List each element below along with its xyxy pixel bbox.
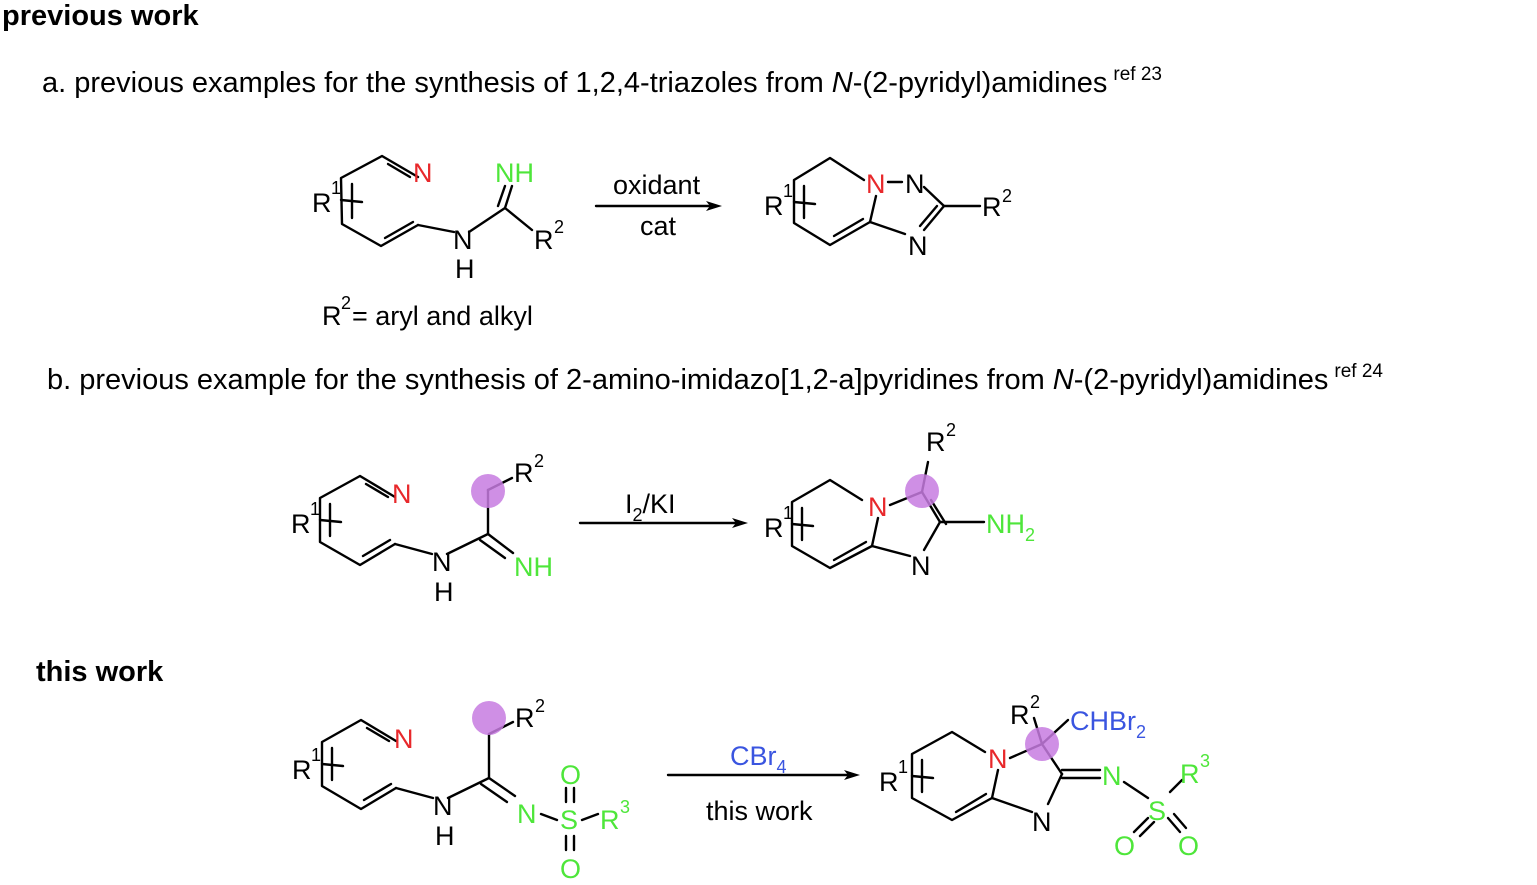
product-a-n3: N — [908, 231, 928, 261]
product-a-r1-superscript: 1 — [783, 181, 793, 201]
c-sulfonyl-o-top: O — [560, 760, 581, 790]
product-a-r2: R — [982, 192, 1002, 222]
c-product-r1: R — [879, 767, 899, 797]
b-product-r1: R — [764, 513, 784, 543]
b-product-r2: R — [926, 427, 946, 457]
product-a-r2-superscript: 2 — [1002, 186, 1012, 206]
c-product-n2: N — [1032, 807, 1052, 837]
c-r2-superscript: 2 — [535, 696, 545, 716]
c-r2-label: R — [515, 703, 535, 733]
c-reactive-carbon-marker — [472, 701, 506, 735]
c-product-r1-superscript: 1 — [898, 757, 908, 777]
r2-label: R — [534, 225, 554, 255]
c-product-sulfonyl-s: S — [1148, 796, 1166, 826]
scheme-a-starting-material: R 1 N NH N H R 2 — [312, 154, 564, 284]
b-pyridine-n: N — [392, 479, 412, 509]
c-sulfonyl-s: S — [560, 805, 578, 835]
b-product-n2: N — [911, 551, 931, 581]
b-imine-nh: NH — [514, 552, 553, 582]
c-product-r2: R — [1010, 700, 1030, 730]
caption-b-text: b. previous example for the synthesis of… — [47, 364, 1053, 396]
c-product-chbr2: CHBr2 — [1070, 706, 1146, 742]
b-reactive-carbon-marker — [471, 474, 505, 508]
c-r1-superscript: 1 — [311, 745, 321, 765]
c-product-r3: R — [1180, 759, 1200, 789]
c-product-o-right: O — [1178, 831, 1199, 861]
c-amine-n: N — [433, 791, 453, 821]
condition-this-work: this work — [706, 796, 813, 826]
c-sulfonyl-n: N — [517, 799, 537, 829]
r1-superscript: 1 — [331, 178, 341, 198]
amine-h: H — [455, 254, 475, 284]
reagent-oxidant: oxidant — [613, 170, 701, 200]
b-amine-h: H — [434, 577, 454, 607]
b-r2-label: R — [514, 458, 534, 488]
scheme-b-product: R 1 N N R 2 NH2 — [764, 420, 1035, 581]
caption-a-ref: ref 23 — [1113, 64, 1162, 85]
imine-nh: NH — [495, 158, 534, 188]
amine-n: N — [453, 225, 473, 255]
heading-this-work: this work — [36, 656, 164, 688]
c-sulfonyl-o-bottom: O — [560, 854, 581, 884]
caption-a: a. previous examples for the synthesis o… — [42, 64, 1162, 100]
caption-b-italic: N — [1052, 364, 1074, 396]
c-product-carbon-marker — [1025, 727, 1059, 761]
b-product-nh2: NH2 — [986, 509, 1035, 545]
r2-note-r: R — [322, 301, 342, 331]
c-amine-h: H — [435, 821, 455, 851]
c-product-n1: N — [988, 744, 1008, 774]
scheme-c-product: R 1 N N R 2 CHBr2 N S R 3 O O — [879, 692, 1210, 861]
product-a-n2: N — [905, 169, 925, 199]
b-r1-label: R — [291, 509, 311, 539]
b-amine-n: N — [432, 547, 452, 577]
c-product-r2-superscript: 2 — [1030, 692, 1040, 712]
b-product-n1: N — [868, 492, 888, 522]
c-product-sulfonyl-n: N — [1102, 761, 1122, 791]
b-product-r2-superscript: 2 — [946, 420, 956, 440]
scheme-a-arrow: oxidant cat — [594, 170, 722, 241]
caption-a-italic: N — [831, 67, 853, 99]
b-r2-superscript: 2 — [534, 451, 544, 471]
r2-superscript: 2 — [554, 217, 564, 237]
r2-note: = aryl and alkyl — [352, 301, 533, 331]
b-product-r1-superscript: 1 — [783, 503, 793, 523]
caption-b: b. previous example for the synthesis of… — [47, 361, 1383, 397]
r1-label: R — [312, 188, 332, 218]
pyridine-n: N — [413, 158, 433, 188]
scheme-c-arrow: CBr4 this work — [666, 741, 860, 826]
caption-a-text: a. previous examples for the synthesis o… — [42, 67, 832, 99]
scheme-a-product: R 1 N N N R 2 — [764, 156, 1012, 261]
product-a-r1: R — [764, 191, 784, 221]
r2-note-superscript: 2 — [341, 293, 351, 313]
scheme-c-starting-material: R 1 N N H N S O O R 3 R 2 — [292, 696, 630, 884]
reagent-i2-ki: I2/KI — [625, 489, 676, 525]
b-r1-superscript: 1 — [310, 499, 320, 519]
reagent-cbr4: CBr4 — [730, 741, 787, 777]
c-r1-label: R — [292, 755, 312, 785]
product-a-n1: N — [866, 169, 886, 199]
c-r3-superscript: 3 — [620, 797, 630, 817]
c-pyridine-n: N — [394, 724, 414, 754]
scheme-b-arrow: I2/KI — [578, 489, 748, 528]
caption-b-ref: ref 24 — [1334, 361, 1383, 382]
scheme-b-starting-material: R 1 N N H NH R 2 — [291, 451, 553, 607]
caption-a-text-end: -(2-pyridyl)amidines — [852, 67, 1108, 99]
c-product-r3-superscript: 3 — [1200, 751, 1210, 771]
c-r3-label: R — [600, 805, 620, 835]
reagent-cat: cat — [640, 211, 677, 241]
heading-previous-work: previous work — [2, 0, 199, 32]
c-product-o-left: O — [1114, 831, 1135, 861]
caption-b-text-end: -(2-pyridyl)amidines — [1073, 364, 1329, 396]
b-product-carbon-marker — [905, 474, 939, 508]
